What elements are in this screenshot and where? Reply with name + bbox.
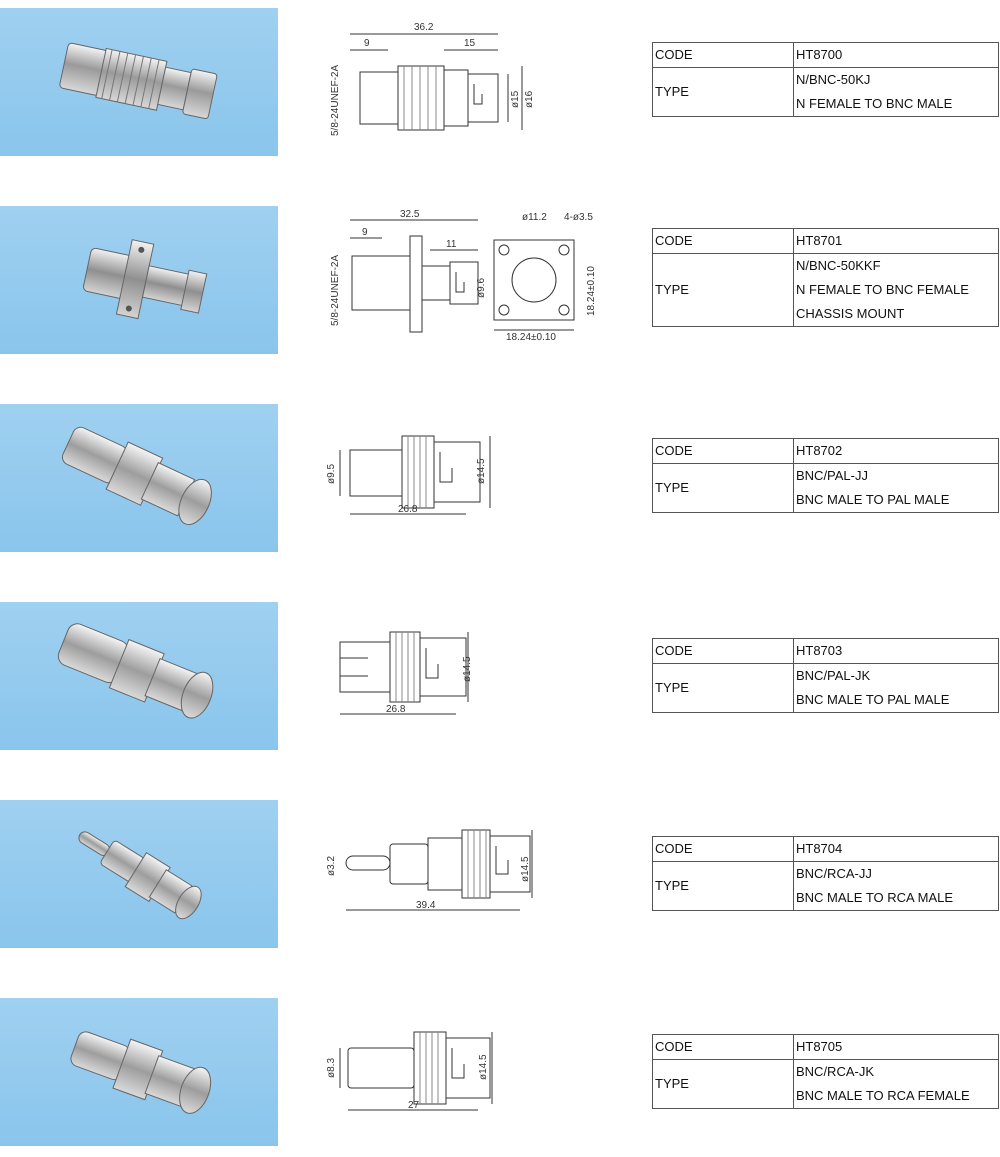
bnc-to-pal-adapter-photo <box>61 426 212 526</box>
diameter-label: ø14.5 <box>478 1054 489 1080</box>
code-label: CODE <box>652 836 794 862</box>
type-label: TYPE <box>652 663 794 713</box>
dimension-drawing: 5/8-24UNEF-2A 36.2 9 15 ø15 ø16 <box>318 8 618 158</box>
thread-label: 5/8-24UNEF-2A <box>330 65 341 136</box>
center-hole-label: ø11.2 <box>522 212 547 223</box>
code-value: HT8703 <box>793 638 999 664</box>
code-value: HT8702 <box>793 438 999 464</box>
type-line: BNC MALE TO PAL MALE <box>796 692 950 707</box>
type-line: N/BNC-50KJ <box>796 72 871 87</box>
diameter-label: ø9.5 <box>326 464 337 484</box>
left-length-label: 9 <box>364 38 370 49</box>
overall-length-label: 27 <box>408 1100 420 1111</box>
dimension-drawing: ø14.5 26.8 <box>318 602 618 752</box>
type-line: CHASSIS MOUNT <box>796 306 905 321</box>
code-label: CODE <box>652 42 794 68</box>
right-length-label: 15 <box>464 38 476 49</box>
type-line: BNC/RCA-JJ <box>796 866 872 881</box>
type-line: BNC MALE TO RCA FEMALE <box>796 1088 970 1103</box>
bnc-to-pal-adapter-photo <box>57 623 214 719</box>
product-photo <box>0 404 278 552</box>
product-photo <box>0 206 278 354</box>
dimension-drawing: ø3.2 ø14.5 39.4 <box>318 800 618 950</box>
flange-height-label: 18.24±0.10 <box>586 266 597 316</box>
dimension-drawing: ø9.5 ø14.5 26.8 <box>318 404 618 554</box>
diameter-label: ø14.5 <box>520 856 531 882</box>
type-line: BNC/RCA-JK <box>796 1064 875 1079</box>
type-line: BNC MALE TO RCA MALE <box>796 890 954 905</box>
diameter-label: ø14.5 <box>462 656 473 682</box>
code-label: CODE <box>652 1034 794 1060</box>
right-length-label: 11 <box>446 239 457 250</box>
chassis-mount-adapter-photo <box>83 239 208 320</box>
type-line: N FEMALE TO BNC FEMALE <box>796 282 969 297</box>
product-row-ht8701: 5/8-24UNEF-2A 32.5 9 11 ø9.6 ø11.2 4-ø3.… <box>0 206 1000 356</box>
code-label: CODE <box>652 228 794 254</box>
diameter-label: ø16 <box>524 90 535 108</box>
diameter-label: ø8.3 <box>326 1058 337 1078</box>
mount-holes-label: 4-ø3.5 <box>564 212 593 223</box>
code-value: HT8704 <box>793 836 999 862</box>
code-value: HT8701 <box>793 228 999 254</box>
diameter-label: ø3.2 <box>326 856 337 876</box>
type-line: BNC/PAL-JK <box>796 668 871 683</box>
diameter-label: ø15 <box>510 90 521 108</box>
dimension-drawing: ø8.3 ø14.5 27 <box>318 998 618 1148</box>
type-label: TYPE <box>652 1059 794 1109</box>
type-label: TYPE <box>652 67 794 117</box>
code-value: HT8705 <box>793 1034 999 1060</box>
overall-length-label: 39.4 <box>416 900 436 911</box>
type-label: TYPE <box>652 463 794 513</box>
type-label: TYPE <box>652 861 794 911</box>
product-photo <box>0 602 278 750</box>
thread-label: 5/8-24UNEF-2A <box>330 255 341 326</box>
overall-length-label: 26.8 <box>386 704 406 715</box>
product-photo <box>0 800 278 948</box>
code-label: CODE <box>652 438 794 464</box>
type-line: BNC/PAL-JJ <box>796 468 868 483</box>
product-photo <box>0 998 278 1146</box>
type-label: TYPE <box>652 253 794 327</box>
n-to-bnc-adapter-photo <box>59 42 218 120</box>
diameter-label: ø14.5 <box>476 458 487 484</box>
type-line: BNC MALE TO PAL MALE <box>796 492 950 507</box>
dimension-drawing: 5/8-24UNEF-2A 32.5 9 11 ø9.6 ø11.2 4-ø3.… <box>318 206 618 356</box>
bnc-to-rca-adapter-photo <box>78 831 202 920</box>
left-length-label: 9 <box>362 227 368 238</box>
type-line: N/BNC-50KKF <box>796 258 881 273</box>
code-label: CODE <box>652 638 794 664</box>
overall-length-label: 32.5 <box>400 209 420 220</box>
diameter-label: ø9.6 <box>476 278 487 298</box>
type-line: N FEMALE TO BNC MALE <box>796 96 953 111</box>
overall-length-label: 26.8 <box>398 504 418 515</box>
bnc-to-rca-adapter-photo <box>70 1031 212 1114</box>
flange-width-label: 18.24±0.10 <box>506 332 556 343</box>
code-value: HT8700 <box>793 42 999 68</box>
overall-length-label: 36.2 <box>414 22 434 33</box>
product-photo <box>0 8 278 156</box>
